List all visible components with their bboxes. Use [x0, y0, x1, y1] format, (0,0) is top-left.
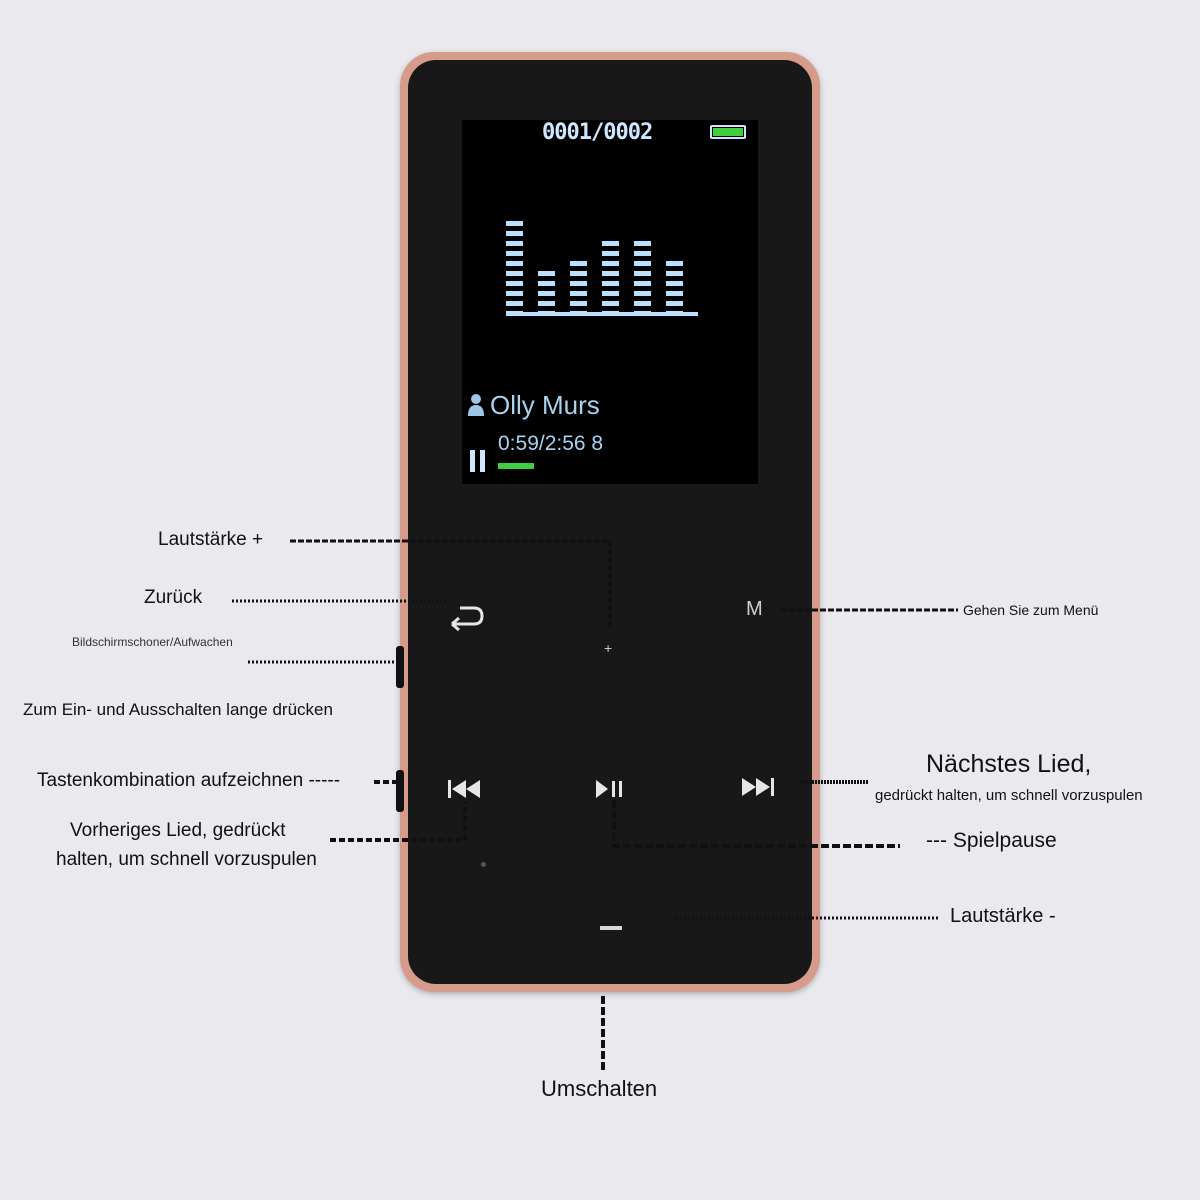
eq-segment — [538, 291, 555, 296]
label-volume-up: Lautstärke + — [158, 529, 264, 550]
eq-segment — [634, 241, 651, 246]
back-arrow-icon — [451, 606, 484, 632]
led-indicator — [481, 862, 486, 867]
eq-segment — [602, 241, 619, 246]
pause-status-icon — [470, 450, 486, 472]
eq-segment — [634, 301, 651, 306]
play-pause-button[interactable] — [594, 778, 630, 800]
eq-segment — [634, 291, 651, 296]
minus-icon — [600, 926, 622, 930]
eq-baseline-segment — [506, 312, 538, 316]
skip-next-icon — [742, 778, 774, 796]
volume-down-button[interactable] — [600, 918, 624, 930]
eq-segment — [506, 281, 523, 286]
progress-track — [498, 463, 738, 469]
eq-segment — [506, 301, 523, 306]
record-side-button[interactable] — [396, 770, 404, 812]
eq-segment — [506, 251, 523, 256]
battery-icon — [710, 125, 746, 139]
eq-segment — [634, 271, 651, 276]
eq-segment — [666, 291, 683, 296]
eq-segment — [570, 261, 587, 266]
label-play-pause: --- Spielpause — [926, 829, 1057, 852]
eq-segment — [506, 221, 523, 226]
eq-segment — [602, 261, 619, 266]
eq-segment — [666, 261, 683, 266]
label-screensaver: Bildschirmschoner/Aufwachen — [72, 635, 233, 649]
eq-baseline-segment — [666, 312, 698, 316]
eq-segment — [538, 281, 555, 286]
next-button[interactable] — [738, 774, 778, 800]
label-next-line2: gedrückt halten, um schnell vorzuspulen — [875, 787, 1143, 804]
label-back: Zurück — [144, 587, 203, 608]
eq-segment — [506, 271, 523, 276]
eq-segment — [506, 231, 523, 236]
eq-segment — [506, 261, 523, 266]
eq-segment — [570, 291, 587, 296]
volume-up-button[interactable]: + — [604, 640, 613, 656]
eq-segment — [666, 271, 683, 276]
label-next-line1: Nächstes Lied, — [926, 750, 1092, 778]
eq-segment — [666, 281, 683, 286]
track-counter: 0001/0002 — [542, 120, 653, 145]
eq-segment — [634, 251, 651, 256]
eq-segment — [506, 241, 523, 246]
label-menu: Gehen Sie zum Menü — [963, 602, 1099, 618]
power-side-button[interactable] — [396, 646, 404, 688]
eq-segment — [538, 271, 555, 276]
label-switch: Umschalten — [541, 1076, 658, 1101]
eq-segment — [602, 271, 619, 276]
eq-baseline-segment — [634, 312, 666, 316]
skip-previous-icon — [448, 780, 480, 798]
label-power: Zum Ein- und Ausschalten lange drücken — [23, 700, 333, 719]
back-button[interactable] — [444, 600, 488, 632]
eq-segment — [602, 251, 619, 256]
eq-segment — [602, 291, 619, 296]
eq-baseline-segment — [602, 312, 634, 316]
artist-icon — [466, 392, 486, 418]
label-previous-line1: Vorheriges Lied, gedrückt — [70, 820, 286, 841]
eq-segment — [634, 261, 651, 266]
eq-segment — [506, 291, 523, 296]
eq-segment — [570, 301, 587, 306]
eq-baseline-segment — [570, 312, 602, 316]
progress-fill — [498, 463, 534, 469]
eq-segment — [602, 281, 619, 286]
play-pause-icon — [596, 780, 622, 798]
label-volume-down: Lautstärke - — [950, 905, 1056, 927]
previous-button[interactable] — [446, 776, 486, 802]
battery-level — [713, 128, 743, 136]
eq-segment — [666, 301, 683, 306]
artist-name: Olly Murs — [490, 390, 600, 420]
label-previous-line2: halten, um schnell vorzuspulen — [56, 849, 317, 870]
eq-segment — [602, 301, 619, 306]
eq-segment — [570, 281, 587, 286]
label-record: Tastenkombination aufzeichnen ----- — [37, 770, 341, 791]
time-display: 0:59/2:56 8 — [498, 432, 604, 455]
eq-baseline-segment — [538, 312, 570, 316]
display-screen: 0001/0002 Olly Murs 0:59/2:56 8 — [462, 120, 758, 484]
eq-segment — [570, 271, 587, 276]
eq-segment — [634, 281, 651, 286]
equalizer-visualizer — [506, 221, 698, 316]
menu-button[interactable]: M — [746, 598, 763, 620]
eq-segment — [538, 301, 555, 306]
